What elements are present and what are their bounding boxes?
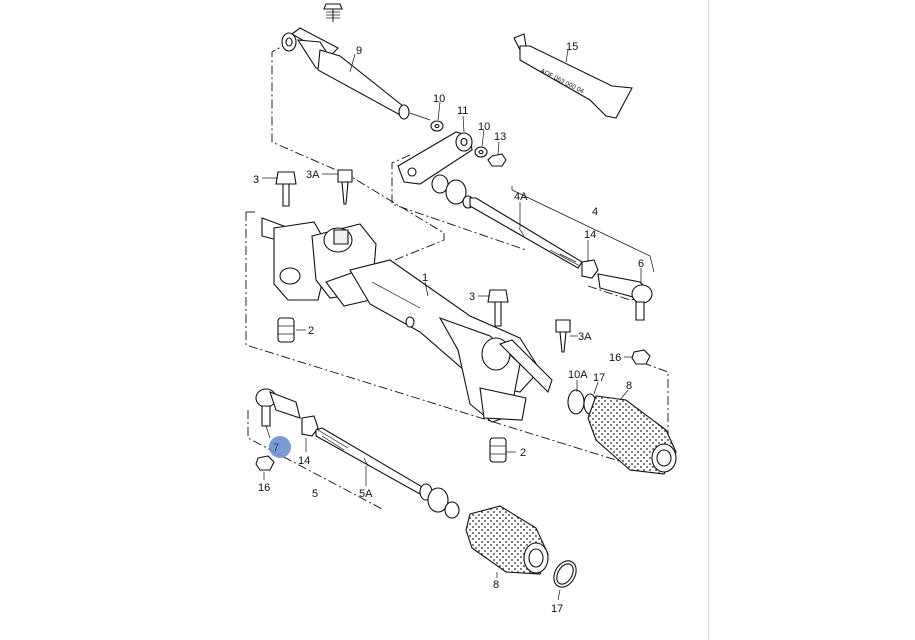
part-10-washer-b [474, 146, 488, 158]
part-8-boot-b [465, 505, 549, 575]
label-8-b[interactable]: 8 [493, 579, 499, 591]
part-4a-right-track-rod [431, 174, 583, 269]
part-2-mount-b [489, 437, 507, 463]
label-13[interactable]: 13 [494, 131, 506, 143]
part-10-washer-a [430, 120, 444, 132]
part-2-mount-a [277, 317, 295, 343]
label-4[interactable]: 4 [592, 206, 598, 218]
label-3-b[interactable]: 3 [469, 291, 475, 303]
label-15[interactable]: 15 [566, 41, 578, 53]
label-6[interactable]: 6 [638, 258, 644, 270]
label-3-a[interactable]: 3 [253, 174, 259, 186]
label-10-a[interactable]: 10 [433, 93, 445, 105]
label-17-a[interactable]: 17 [593, 372, 605, 384]
label-11[interactable]: 11 [457, 105, 468, 117]
label-10-b[interactable]: 10 [478, 121, 490, 133]
label-3a-b[interactable]: 3A [578, 331, 592, 343]
part-7-tie-rod-end [255, 388, 301, 427]
label-16-a[interactable]: 16 [609, 352, 621, 364]
part-11-bracket [397, 131, 473, 185]
label-7[interactable]: 7 [273, 442, 279, 454]
label-17-b[interactable]: 17 [551, 603, 563, 615]
hotspot-item-7[interactable] [269, 436, 291, 458]
part-3-bolt-a [275, 171, 297, 207]
part-14-locknut-b [301, 415, 319, 437]
label-2-a[interactable]: 2 [308, 325, 314, 337]
label-2-b[interactable]: 2 [520, 447, 526, 459]
part-1-steering-rack [261, 217, 553, 423]
part-14-locknut-a [581, 259, 599, 279]
label-1[interactable]: 1 [422, 272, 428, 284]
label-3a-a[interactable]: 3A [306, 169, 320, 181]
part-9-shaft [281, 3, 431, 121]
part-17-clamp-b [553, 560, 577, 588]
label-14-b[interactable]: 14 [298, 455, 310, 467]
part-5a-left-track-rod [315, 427, 460, 519]
viewer-right-border [708, 0, 709, 640]
part-16-nut-b [255, 455, 275, 471]
label-5[interactable]: 5 [312, 488, 318, 500]
part-3-bolt-b [487, 289, 509, 327]
label-16-b[interactable]: 16 [258, 482, 270, 494]
label-8-a[interactable]: 8 [626, 380, 632, 392]
label-14-a[interactable]: 14 [584, 229, 596, 241]
label-5a[interactable]: 5A [359, 488, 373, 500]
group-frame-track-rod-left [247, 410, 385, 511]
part-3a-screw-b [555, 319, 571, 353]
part-number-labels: 9 15 10 11 10 13 3 3A 4A 4 14 6 1 3 3A 2… [253, 41, 644, 615]
part-3a-screw-a [337, 169, 353, 205]
part-6-tie-rod-end [597, 273, 653, 321]
leader-lines [262, 49, 655, 601]
part-16-nut-a [631, 349, 651, 365]
part-13-nut [487, 153, 507, 167]
label-9[interactable]: 9 [356, 45, 362, 57]
label-10a[interactable]: 10A [568, 369, 588, 381]
part-8-boot-a [587, 395, 677, 475]
label-4a[interactable]: 4A [514, 191, 528, 203]
group-frame-upper [271, 41, 445, 234]
part-10a-ring [567, 389, 585, 415]
